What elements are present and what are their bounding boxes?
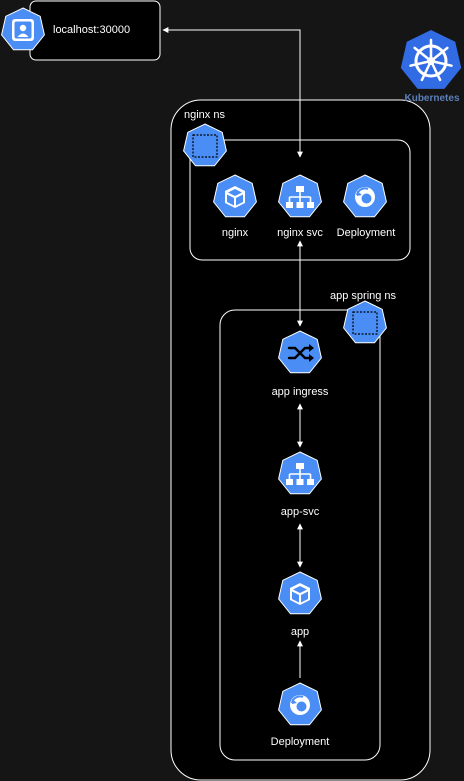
nginx-namespace-label: nginx ns [184,109,225,121]
kubernetes-label: Kubernetes [404,93,460,104]
app-deployment-icon [278,682,322,726]
localhost-label: localhost:30000 [53,24,131,36]
user-icon [1,7,45,51]
app-ingress-icon [278,330,322,374]
nginx-namespace-icon [183,123,227,167]
app-pod-label: app [290,626,310,638]
nginx-service-icon [278,174,322,218]
edge-localhost-nginx-svc [162,27,303,158]
app-service-label: app-svc [280,506,320,518]
nginx-deployment-label: Deployment [336,227,396,239]
app-service-icon [278,451,322,495]
edges [162,27,303,678]
nginx-deployment-icon [343,174,387,218]
nginx-pod-icon [213,174,257,218]
app-namespace-icon [343,300,387,344]
nginx-pod-label: nginx [221,227,249,239]
app-pod-icon [278,571,322,615]
app-deployment-label: Deployment [270,736,330,748]
nginx-service-label: nginx svc [277,227,323,239]
kubernetes-wheel-icon [400,30,462,89]
app-ingress-label: app ingress [271,386,329,398]
app-namespace-label: app spring ns [330,290,397,302]
